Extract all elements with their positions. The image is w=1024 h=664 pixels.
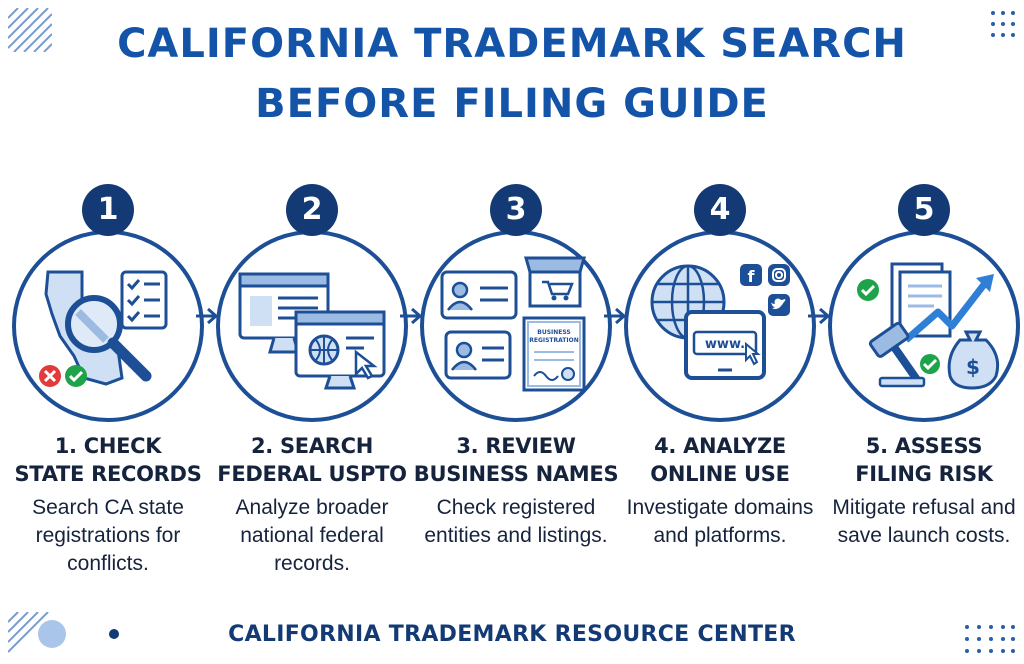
title-line-2: BEFORE FILING GUIDE (255, 81, 769, 127)
step-heading: 3. REVIEW BUSINESS NAMES (404, 432, 628, 488)
svg-text:$: $ (966, 355, 980, 379)
step-heading-line-1: 4. ANALYZE (654, 434, 786, 458)
step-description: Mitigate refusal and save launch costs. (832, 496, 1016, 547)
arrow-right-icon (808, 307, 831, 325)
step-number-badge: 4 (694, 184, 746, 236)
arrow-right-icon (196, 307, 219, 325)
arrow-right-icon (604, 307, 627, 325)
step-3: 3 BUSINESS REGISTRA (414, 184, 619, 584)
step-heading-line-1: 5. ASSESS (865, 434, 983, 458)
step-heading-line-2: BUSINESS NAMES (413, 462, 619, 486)
step-4: 4 www. f (622, 184, 818, 584)
arrow-right-icon (400, 307, 423, 325)
step-heading-line-1: 3. REVIEW (456, 434, 576, 458)
dot-bottom-left (109, 629, 119, 639)
step-heading-line-2: FEDERAL USPTO (217, 462, 407, 486)
dot-grid-bottom-right (965, 625, 1015, 653)
step-heading: 2. SEARCH FEDERAL USPTO (200, 432, 424, 488)
step-1: 1 1. CHECK STATE RECORDS (10, 184, 206, 584)
step-heading-line-2: FILING RISK (855, 462, 993, 486)
title-line-1: CALIFORNIA TRADEMARK SEARCH (117, 21, 907, 67)
certificate-text-2: REGISTRATION (529, 337, 579, 344)
step-heading-line-2: STATE RECORDS (14, 462, 202, 486)
dot-grid-top-right (991, 11, 1015, 37)
step-description: Investigate domains and platforms. (626, 496, 814, 547)
id-cards-storefront-certificate-icon: BUSINESS REGISTRATION (418, 228, 614, 424)
step-heading: 5. ASSESS FILING RISK (812, 432, 1024, 488)
hatch-circle-bottom-left (8, 612, 66, 653)
step-number-badge: 1 (82, 184, 134, 236)
footer-resource-center: CALIFORNIA TRADEMARK RESOURCE CENTER (228, 622, 796, 647)
page-title: CALIFORNIA TRADEMARK SEARCH BEFORE FILIN… (0, 14, 1024, 134)
step-number-badge: 2 (286, 184, 338, 236)
step-number-badge: 3 (490, 184, 542, 236)
step-description: Analyze broader national federal records… (235, 496, 389, 575)
step-5: 5 $ (826, 184, 1022, 584)
globe-tablet-social-icons: www. f (622, 228, 818, 424)
certificate-text-1: BUSINESS (537, 329, 571, 336)
step-2: 2 2. SEARCH FED (214, 184, 410, 584)
step-number-badge: 5 (898, 184, 950, 236)
step-heading-line-1: 2. SEARCH (250, 434, 374, 458)
california-map-magnifier-checklist-icon (10, 228, 206, 424)
step-description: Search CA state registrations for confli… (32, 496, 184, 575)
tablet-url-text: www. (705, 337, 745, 352)
svg-text:f: f (748, 267, 756, 286)
step-heading-line-2: ONLINE USE (650, 462, 790, 486)
step-heading: 1. CHECK STATE RECORDS (0, 432, 220, 488)
step-heading-line-1: 1. CHECK (54, 434, 162, 458)
hatch-pattern-top-left (8, 8, 52, 52)
gavel-chart-moneybag-icon: $ (826, 228, 1022, 424)
monitors-globe-cursor-icon (214, 228, 410, 424)
step-description: Check registered entities and listings. (424, 496, 608, 547)
step-heading: 4. ANALYZE ONLINE USE (608, 432, 832, 488)
